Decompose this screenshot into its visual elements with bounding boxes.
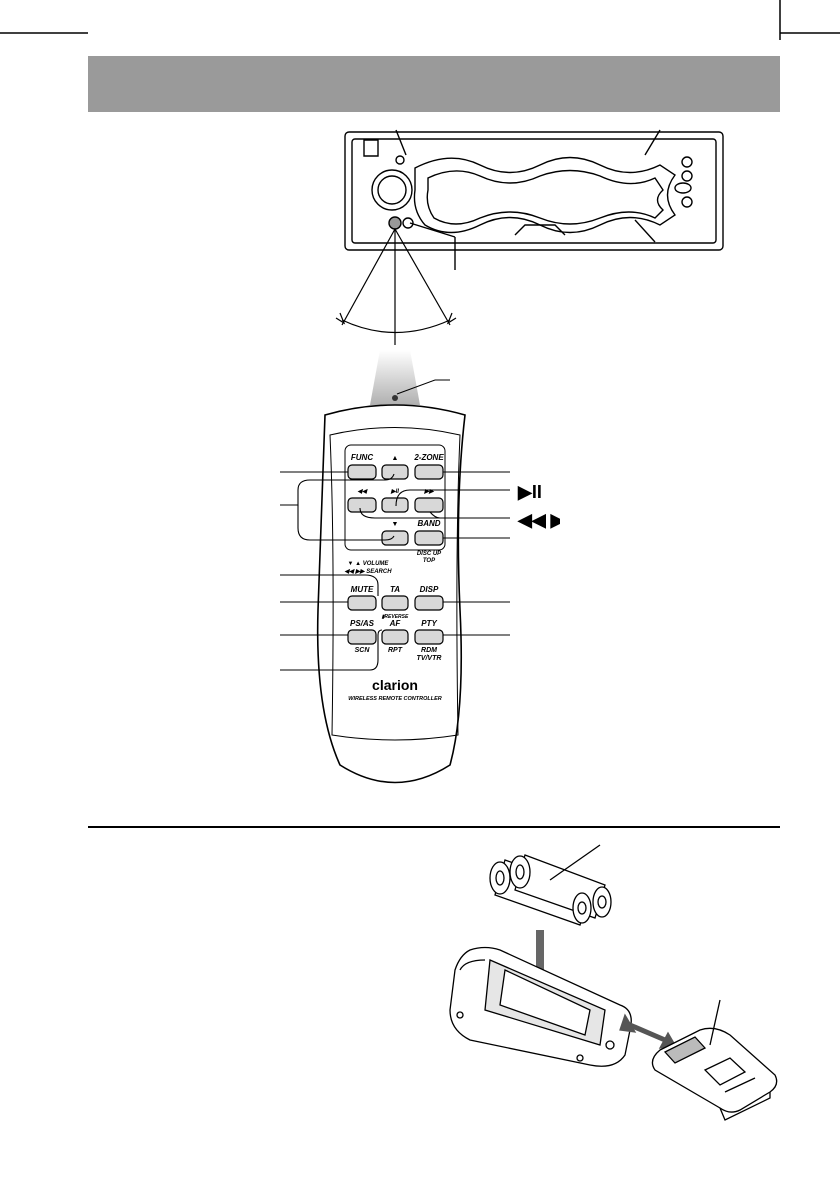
- af-button[interactable]: [381, 629, 409, 645]
- func-button[interactable]: [347, 464, 377, 480]
- header-band: [88, 56, 780, 112]
- ir-beam: [370, 350, 420, 405]
- model-label: WIRELESS REMOTE CONTROLLER: [348, 696, 442, 702]
- play-pause-label: ▶II: [390, 488, 399, 495]
- section-divider: [88, 826, 780, 828]
- disp-label: DISP: [420, 585, 439, 594]
- battery-cover: [651, 1027, 778, 1121]
- brand-logo: clarion: [372, 677, 418, 693]
- battery-pair: [489, 854, 612, 926]
- ta-sub-label: ▮REVERSE: [382, 614, 409, 620]
- two-zone-button[interactable]: [414, 464, 444, 480]
- fwd-label: ▶▶: [423, 488, 435, 495]
- volume-label: ▼ ▲ VOLUME: [348, 561, 390, 567]
- rewff-callout: ◀◀ ▶▶: [517, 510, 560, 530]
- up-button[interactable]: [381, 464, 409, 480]
- pty-sub-label-2: TV/VTR: [417, 655, 442, 662]
- battery-replacement-illustration: [449, 844, 778, 1121]
- play-pause-button[interactable]: [381, 497, 409, 513]
- af-sub-label: RPT: [388, 647, 403, 654]
- af-label: AF: [389, 619, 402, 628]
- remote-controller: FUNC ▲ 2-ZONE ◀◀ ▶II ▶▶ ▼ BAND DISC UP T…: [280, 350, 560, 784]
- func-label: FUNC: [351, 453, 373, 462]
- disp-button[interactable]: [414, 595, 444, 611]
- band-sub-label-2: TOP: [423, 558, 436, 564]
- two-zone-label: 2-ZONE: [413, 453, 444, 462]
- ta-label: TA: [390, 585, 400, 594]
- ta-button[interactable]: [381, 595, 409, 611]
- pty-button[interactable]: [414, 629, 444, 645]
- rewind-button[interactable]: [347, 497, 377, 513]
- pty-label: PTY: [421, 619, 437, 628]
- playpause-callout: ▶II: [517, 482, 542, 502]
- pty-sub-label: RDM: [421, 647, 437, 654]
- remote-back-open: [449, 946, 632, 1067]
- down-button[interactable]: [381, 530, 409, 546]
- up-label: ▲: [392, 455, 399, 462]
- search-label: ◀◀ ▶▶ SEARCH: [344, 568, 392, 575]
- psas-button[interactable]: [347, 629, 377, 645]
- down-label: ▼: [392, 521, 399, 528]
- band-sub-label: DISC UP: [417, 551, 442, 557]
- mute-label: MUTE: [351, 585, 374, 594]
- psas-label: PS/AS: [350, 619, 375, 628]
- band-button[interactable]: [414, 530, 444, 546]
- band-label: BAND: [417, 519, 440, 528]
- psas-sub-label: SCN: [355, 647, 371, 654]
- head-unit-illustration: [335, 129, 724, 345]
- fast-forward-button[interactable]: [414, 497, 444, 513]
- crop-mark: [0, 0, 840, 40]
- rew-label: ◀◀: [357, 488, 368, 495]
- mute-button[interactable]: [347, 595, 377, 611]
